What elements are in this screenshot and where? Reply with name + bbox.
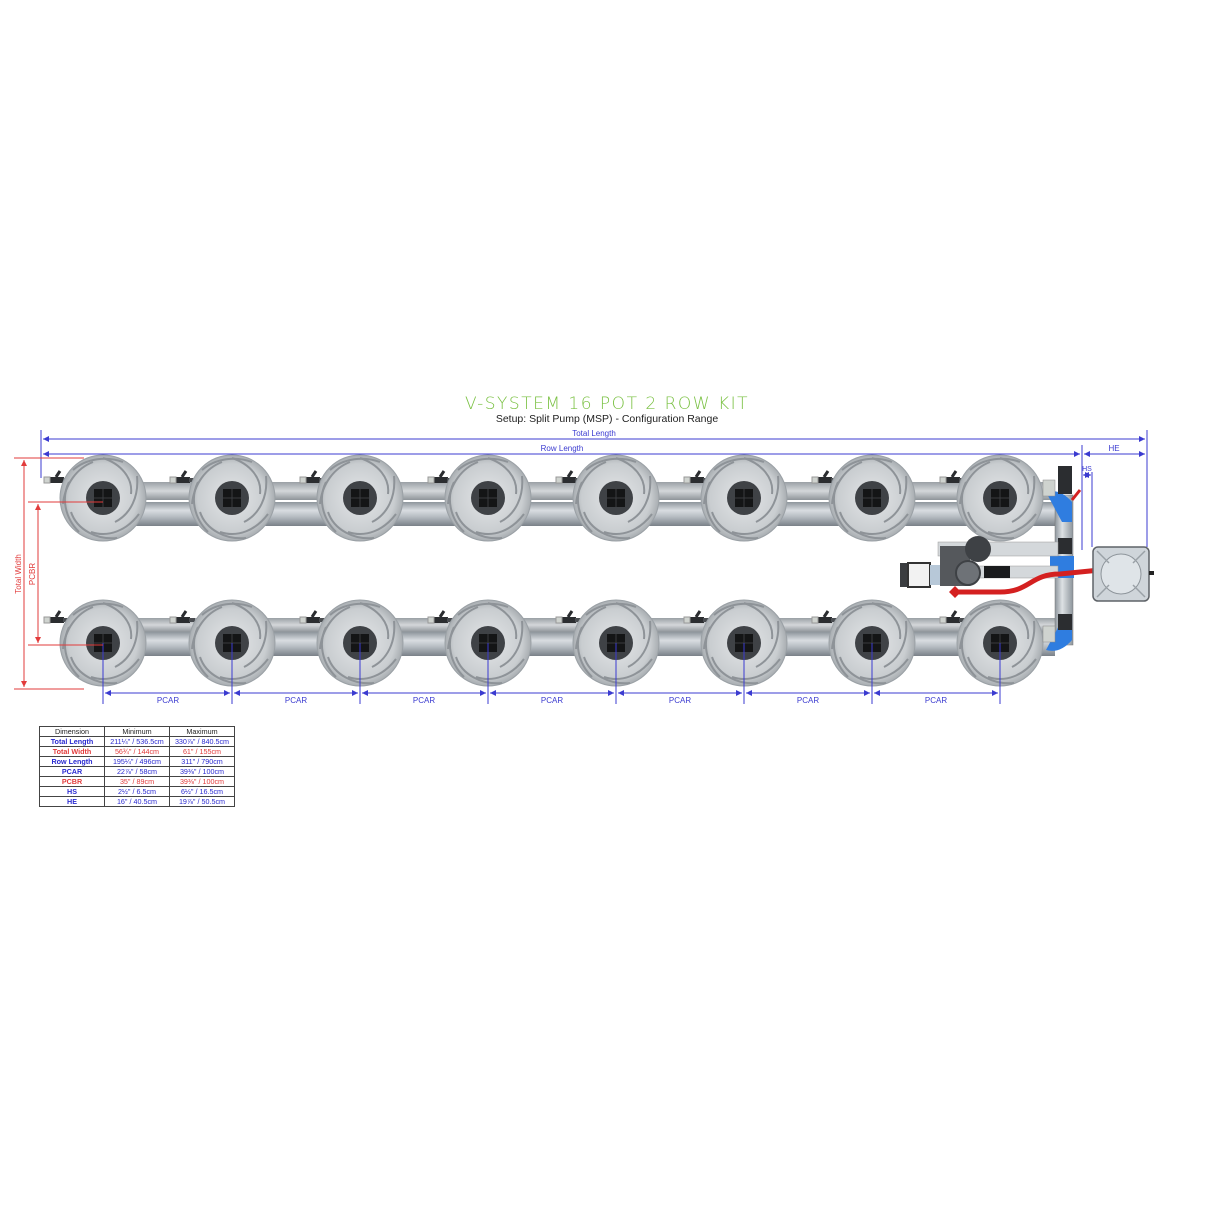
pump-top: [965, 536, 991, 562]
dimension-name: HE: [39, 796, 105, 807]
bottom-row: [42, 599, 1055, 687]
dimension-name: HS: [39, 786, 105, 797]
pcar-label: PCAR: [157, 696, 179, 705]
maximum-value: 19⅞" / 50.5cm: [169, 796, 235, 807]
pot: [700, 454, 788, 542]
table-row: PCAR 22⅞" / 58cm 39⅜" / 100cm: [39, 766, 235, 777]
pcar-dimensions: PCAR PCAR PCAR PCAR PCAR PCAR PCAR: [102, 643, 1001, 705]
maximum-value: 61" / 155cm: [169, 746, 235, 757]
pcar-label: PCAR: [541, 696, 563, 705]
pcar-label: PCAR: [669, 696, 691, 705]
dimension-name: Row Length: [39, 756, 105, 767]
pcar-label: PCAR: [797, 696, 819, 705]
minimum-value: 195¼" / 496cm: [104, 756, 170, 767]
maximum-value: 311" / 790cm: [169, 756, 235, 767]
table-row: Total Length 211¼" / 536.5cm 330⅞" / 840…: [39, 736, 235, 747]
column-header: Minimum: [104, 726, 170, 737]
table-row: Row Length 195¼" / 496cm 311" / 790cm: [39, 756, 235, 767]
controller-box: [907, 562, 931, 588]
minimum-value: 2½" / 6.5cm: [104, 786, 170, 797]
he-label: HE: [1108, 444, 1119, 453]
total-width-label: Total Width: [14, 554, 23, 594]
row-length-label: Row Length: [541, 444, 584, 453]
column-header: Dimension: [39, 726, 105, 737]
column-header: Maximum: [169, 726, 235, 737]
pcar-label: PCAR: [925, 696, 947, 705]
dimension-name: Total Length: [39, 736, 105, 747]
pot: [828, 454, 916, 542]
dimension-lines: Total Length Row Length HE HS: [14, 429, 1148, 705]
minimum-value: 16" / 40.5cm: [104, 796, 170, 807]
total-length-label: Total Length: [572, 429, 616, 438]
dimension-name: PCBR: [39, 776, 105, 787]
maximum-value: 6½" / 16.5cm: [169, 786, 235, 797]
pot: [188, 454, 276, 542]
width-dimensions: Total Width PCBR: [14, 457, 103, 690]
red-hose: [958, 567, 1101, 595]
maximum-value: 39⅜" / 100cm: [169, 766, 235, 777]
dimensions-table: Dimension Minimum Maximum Total Length 2…: [39, 726, 235, 807]
minimum-value: 56¾" / 144cm: [104, 746, 170, 757]
pot: [59, 454, 147, 542]
table-row: HE 16" / 40.5cm 19⅞" / 50.5cm: [39, 796, 235, 807]
hs-label: HS: [1082, 466, 1092, 473]
pcar-label: PCAR: [285, 696, 307, 705]
diagram-title: V-SYSTEM 16 POT 2 ROW KIT: [464, 394, 750, 414]
pump-manifold-assembly: [900, 466, 1154, 651]
minimum-value: 22⅞" / 58cm: [104, 766, 170, 777]
table-row: HS 2½" / 6.5cm 6½" / 16.5cm: [39, 786, 235, 797]
pump-bottom: [955, 560, 981, 586]
pcbr-label: PCBR: [28, 563, 37, 585]
top-riser-fitting: [1058, 466, 1072, 494]
pot: [316, 454, 404, 542]
table-header-row: Dimension Minimum Maximum: [39, 726, 235, 737]
pot: [956, 454, 1044, 542]
maximum-value: 39⅜" / 100cm: [169, 776, 235, 787]
top-row: [42, 454, 1055, 542]
blue-elbow-top: [1046, 491, 1072, 522]
table-row: PCBR 35" / 89cm 39⅜" / 100cm: [39, 776, 235, 787]
red-valve-marker: [1070, 489, 1082, 501]
table-row: Total Width 56¾" / 144cm 61" / 155cm: [39, 746, 235, 757]
minimum-value: 35" / 89cm: [104, 776, 170, 787]
minimum-value: 211¼" / 536.5cm: [104, 736, 170, 747]
pot: [572, 454, 660, 542]
dimension-name: Total Width: [39, 746, 105, 757]
maximum-value: 330⅞" / 840.5cm: [169, 736, 235, 747]
pcar-label: PCAR: [413, 696, 435, 705]
dimension-name: PCAR: [39, 766, 105, 777]
pot: [444, 454, 532, 542]
diagram-subtitle: Setup: Split Pump (MSP) - Configuration …: [495, 413, 719, 425]
